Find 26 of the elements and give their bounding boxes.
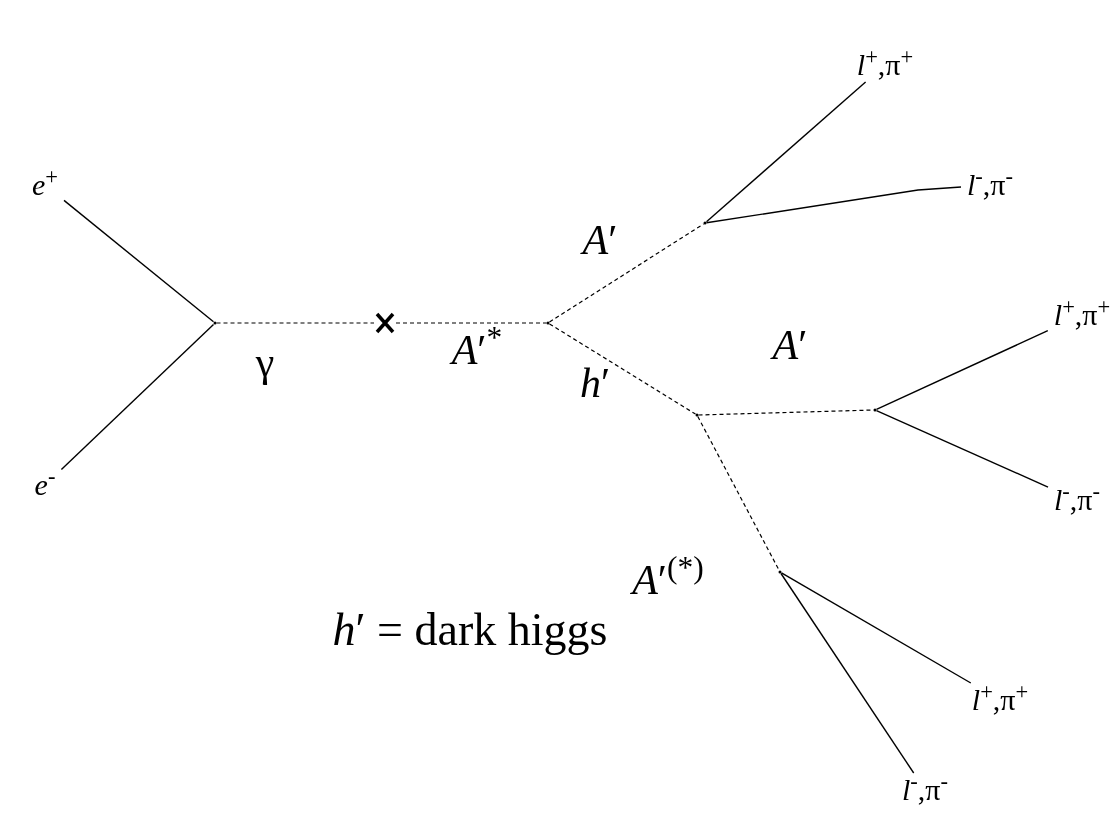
dashed-propagator-line (697, 415, 780, 572)
particle-label: e$^{+}$ (28, 170, 62, 200)
particle-label: l$^{-}$,π$^{-}$ (1050, 485, 1104, 515)
particle-label: e$^{-}$ (30, 470, 60, 500)
particle-line (875, 330, 1049, 410)
particle-label: l$^{+}$,π$^{+}$ (967, 685, 1033, 715)
dashed-propagator-line (548, 323, 697, 415)
particle-line (705, 81, 867, 223)
edge-label: A′$^{*}$ (451, 329, 503, 371)
particle-line (705, 186, 962, 224)
particle-label: l$^{+}$,π$^{+}$ (1049, 300, 1115, 330)
particle-line (780, 572, 915, 774)
particle-line (60, 323, 215, 471)
edge-label: A′ (582, 219, 618, 261)
edge-label: γ (255, 341, 275, 383)
edge-label: h′ (579, 362, 611, 404)
edge-label: A′ (772, 324, 808, 366)
dashed-propagator-line (395, 322, 548, 324)
dashed-propagator-line (215, 322, 375, 324)
particle-label: l$^{-}$,π$^{-}$ (963, 170, 1017, 200)
particle-line (780, 572, 972, 684)
particle-line (63, 199, 215, 323)
note-text: h′ = dark higgs (332, 607, 608, 653)
particle-line (875, 410, 1049, 488)
particle-label: l$^{+}$,π$^{+}$ (852, 50, 918, 80)
particle-label: l$^{-}$,π$^{-}$ (898, 775, 952, 805)
